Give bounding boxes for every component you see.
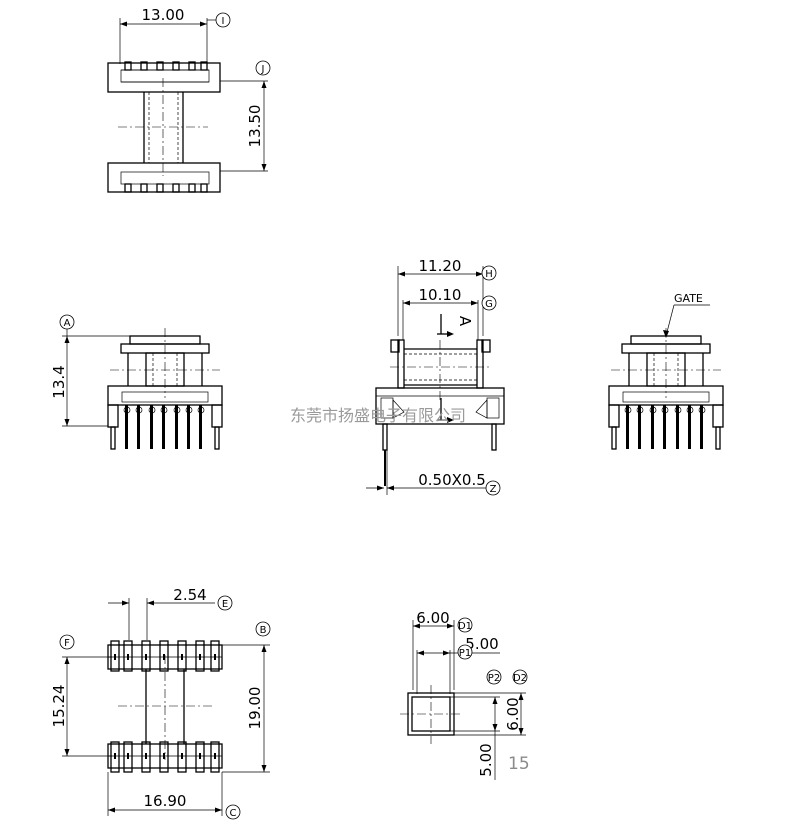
dim-side-width-outer: 11.20	[419, 257, 462, 275]
callout-z: Z	[490, 484, 497, 495]
dim-core-outer: 6.00	[416, 609, 449, 627]
dim-pin-size: 0.50X0.5	[418, 471, 486, 489]
top-view: 13.00 I 13.50	[107, 6, 271, 193]
callout-c: C	[230, 808, 237, 819]
callout-a: A	[64, 318, 71, 329]
callout-h: H	[485, 269, 493, 280]
gate-view: GATE	[608, 292, 724, 450]
dim-bottom-height-inner: 15.24	[50, 685, 68, 728]
dim-core-height: 6.00	[504, 697, 522, 730]
callout-i: I	[222, 16, 225, 27]
callout-j: J	[261, 64, 265, 75]
callout-g: G	[485, 299, 493, 310]
dim-bottom-height-outer: 19.00	[246, 687, 264, 730]
front-view: A 13.4	[50, 314, 223, 450]
side-view: 11.20 H 10.10 G A	[366, 257, 505, 496]
core-detail: 6.00 D1 5.00 P1 6.00 D2 5.00 P2	[400, 609, 528, 780]
section-mark: A	[456, 316, 474, 327]
dim-side-width-inner: 10.10	[419, 286, 462, 304]
dim-bottom-width: 16.90	[144, 792, 187, 810]
gate-label: GATE	[674, 292, 703, 305]
dim-front-height: 13.4	[50, 365, 68, 398]
callout-d1: D1	[458, 621, 472, 632]
watermark: 东莞市扬盛电子有限公司	[290, 406, 466, 425]
dim-top-height: 13.50	[246, 105, 264, 148]
dim-top-width: 13.00	[142, 6, 185, 24]
callout-d2: D2	[513, 673, 527, 684]
callout-b: B	[260, 625, 267, 636]
dim-core-inner: 5.00	[465, 635, 498, 653]
dim-core-depth: 5.00	[477, 743, 495, 776]
dim-pitch: 2.54	[173, 586, 206, 604]
callout-p2: P2	[488, 673, 500, 684]
callout-f: F	[64, 638, 70, 649]
bottom-view: 2.54 E	[50, 586, 271, 820]
page-number: 15	[508, 754, 530, 774]
callout-p1: P1	[459, 648, 471, 659]
callout-e: E	[222, 599, 228, 610]
